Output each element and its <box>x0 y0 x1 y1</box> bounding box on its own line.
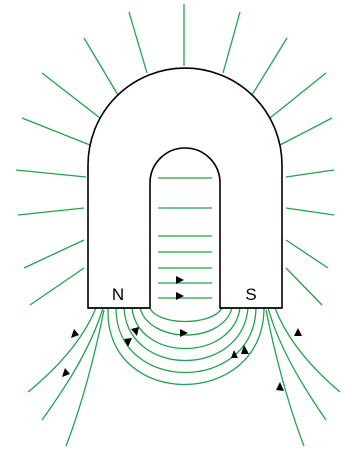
radial-line <box>285 169 335 178</box>
arrow-left-2 <box>71 329 79 338</box>
radial-line <box>269 72 327 119</box>
south-pole-label: S <box>245 285 256 304</box>
arrow-gap-1 <box>176 276 184 284</box>
outer-field-lines <box>27 307 341 447</box>
arrow-left-4 <box>131 327 139 336</box>
arrow-right-1 <box>241 345 249 354</box>
north-pole-label: N <box>112 285 124 304</box>
radial-line <box>83 37 119 96</box>
loop-field-lines <box>107 307 265 386</box>
arrow-right-3 <box>276 382 284 391</box>
gap-field-lines <box>158 177 212 299</box>
outer-line <box>65 309 105 447</box>
outer-line <box>265 309 305 447</box>
radial-line <box>222 11 241 74</box>
radial-line <box>23 239 85 269</box>
radial-line <box>41 72 101 119</box>
loop-line <box>107 307 265 386</box>
arrow-left-3 <box>124 338 132 347</box>
arrow-left-1 <box>62 368 70 377</box>
horseshoe-magnet <box>87 67 283 309</box>
radial-line <box>21 117 91 146</box>
radial-field-lines <box>15 4 335 306</box>
loop-line <box>115 307 257 374</box>
arrow-right-2 <box>231 350 238 358</box>
arrow-right-4 <box>294 328 302 336</box>
outer-line <box>41 307 104 421</box>
outer-line <box>267 307 327 421</box>
loop-line <box>149 307 223 323</box>
outer-line <box>274 307 341 393</box>
loop-line <box>139 307 233 336</box>
arrow-gap-3 <box>180 329 188 337</box>
radial-line <box>17 207 85 216</box>
radial-line <box>251 37 288 96</box>
arrow-gap-2 <box>176 292 184 300</box>
outer-line <box>27 307 97 393</box>
radial-line <box>128 11 148 74</box>
loop-line <box>131 307 241 349</box>
radial-line <box>285 267 323 306</box>
radial-line <box>15 169 87 178</box>
radial-line <box>285 207 335 216</box>
loop-line <box>123 307 249 362</box>
radial-line <box>285 239 329 269</box>
radial-line <box>279 117 333 146</box>
field-direction-arrows <box>62 276 302 391</box>
radial-line <box>29 267 85 306</box>
